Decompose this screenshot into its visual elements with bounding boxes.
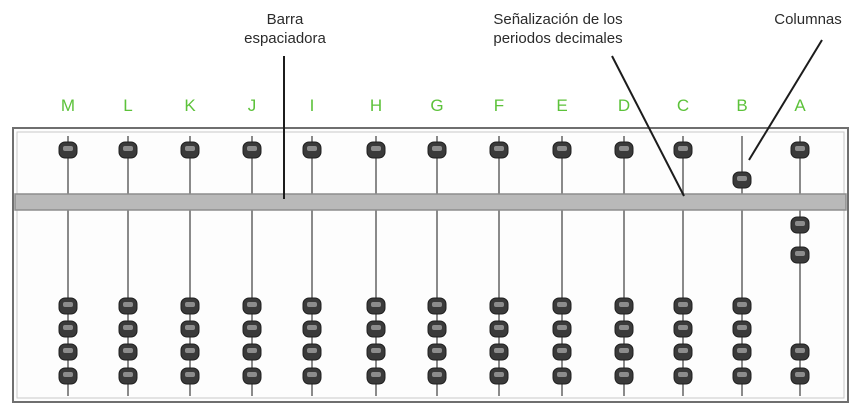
lower-bead (673, 297, 693, 315)
lower-bead (242, 343, 262, 361)
decimal-marks-leader (611, 55, 685, 197)
lower-bead (489, 343, 509, 361)
lower-bead (790, 343, 810, 361)
lower-bead (118, 297, 138, 315)
upper-bead (614, 141, 634, 159)
upper-bead (180, 141, 200, 159)
lower-bead (552, 297, 572, 315)
columns-label: Columnas (774, 11, 842, 28)
lower-bead (58, 343, 78, 361)
upper-bead (732, 171, 752, 189)
lower-bead (614, 320, 634, 338)
lower-bead (242, 297, 262, 315)
column-letter-f: F (493, 96, 505, 115)
lower-bead (242, 320, 262, 338)
lower-bead (58, 320, 78, 338)
upper-bead (790, 141, 810, 159)
column-letter-e: E (556, 96, 568, 115)
lower-bead (427, 343, 447, 361)
column-letter-b: B (736, 96, 748, 115)
lower-bead (489, 297, 509, 315)
lower-bead (732, 343, 752, 361)
lower-bead (552, 320, 572, 338)
upper-bead (118, 141, 138, 159)
lower-bead (118, 320, 138, 338)
lower-bead (673, 320, 693, 338)
decimal-marks-label: Señalización de los periodos decimales (493, 11, 623, 47)
lower-bead (302, 297, 322, 315)
upper-bead (242, 141, 262, 159)
column-letter-d: D (617, 96, 631, 115)
column-letter-j: J (247, 96, 257, 115)
lower-bead (302, 320, 322, 338)
lower-bead (614, 297, 634, 315)
space-bar-label: Barra espaciadora (244, 11, 326, 47)
lower-bead (673, 343, 693, 361)
lower-bead (366, 343, 386, 361)
lower-bead (614, 367, 634, 385)
lower-bead (427, 320, 447, 338)
column-letter-l: L (123, 96, 133, 115)
column-letter-m: M (60, 96, 76, 115)
lower-bead (790, 216, 810, 234)
lower-bead (302, 343, 322, 361)
upper-bead (302, 141, 322, 159)
space-bar (14, 193, 847, 211)
column-letter-a: A (794, 96, 806, 115)
lower-bead (58, 367, 78, 385)
upper-bead (366, 141, 386, 159)
lower-bead (366, 297, 386, 315)
upper-bead (58, 141, 78, 159)
lower-bead (118, 343, 138, 361)
lower-bead (118, 367, 138, 385)
lower-bead (790, 246, 810, 264)
lower-bead (427, 367, 447, 385)
lower-bead (302, 367, 322, 385)
column-letter-g: G (430, 96, 444, 115)
column-letter-k: K (184, 96, 196, 115)
lower-bead (427, 297, 447, 315)
lower-bead (790, 367, 810, 385)
lower-bead (180, 320, 200, 338)
lower-bead (242, 367, 262, 385)
upper-bead (673, 141, 693, 159)
lower-bead (180, 297, 200, 315)
upper-bead (427, 141, 447, 159)
column-letter-c: C (676, 96, 690, 115)
lower-bead (489, 320, 509, 338)
lower-bead (58, 297, 78, 315)
lower-bead (614, 343, 634, 361)
upper-bead (489, 141, 509, 159)
columns-leader (748, 39, 823, 161)
lower-bead (552, 343, 572, 361)
upper-bead (552, 141, 572, 159)
lower-bead (366, 320, 386, 338)
abacus-outer-frame (12, 127, 849, 403)
lower-bead (489, 367, 509, 385)
abacus-inner-frame (16, 131, 845, 399)
lower-bead (732, 320, 752, 338)
lower-bead (673, 367, 693, 385)
lower-bead (732, 297, 752, 315)
lower-bead (732, 367, 752, 385)
lower-bead (366, 367, 386, 385)
lower-bead (180, 343, 200, 361)
lower-bead (552, 367, 572, 385)
column-letter-i: I (309, 96, 315, 115)
lower-bead (180, 367, 200, 385)
column-letter-h: H (369, 96, 383, 115)
